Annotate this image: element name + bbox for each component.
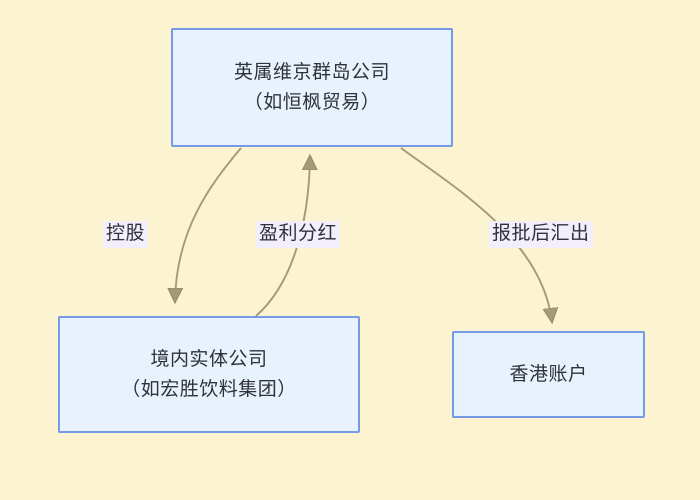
node-domestic-line2: （如宏胜饮料集团） <box>121 378 297 400</box>
edge-label-holding: 控股 <box>103 221 149 248</box>
node-domestic-line1: 境内实体公司 <box>150 349 268 371</box>
node-bvi-line2: （如恒枫贸易） <box>243 91 381 113</box>
node-hk-line1: 香港账户 <box>509 363 588 385</box>
edge-label-remit: 报批后汇出 <box>489 221 593 248</box>
edge-holding-path <box>175 147 242 302</box>
node-domestic-company[interactable]: 境内实体公司 （如宏胜饮料集团） <box>58 316 360 433</box>
edge-label-dividend: 盈利分红 <box>256 221 341 248</box>
node-bvi-line1: 英属维京群岛公司 <box>233 62 390 84</box>
node-hk-account[interactable]: 香港账户 <box>452 331 645 418</box>
node-bvi-company[interactable]: 英属维京群岛公司 （如恒枫贸易） <box>171 28 453 147</box>
